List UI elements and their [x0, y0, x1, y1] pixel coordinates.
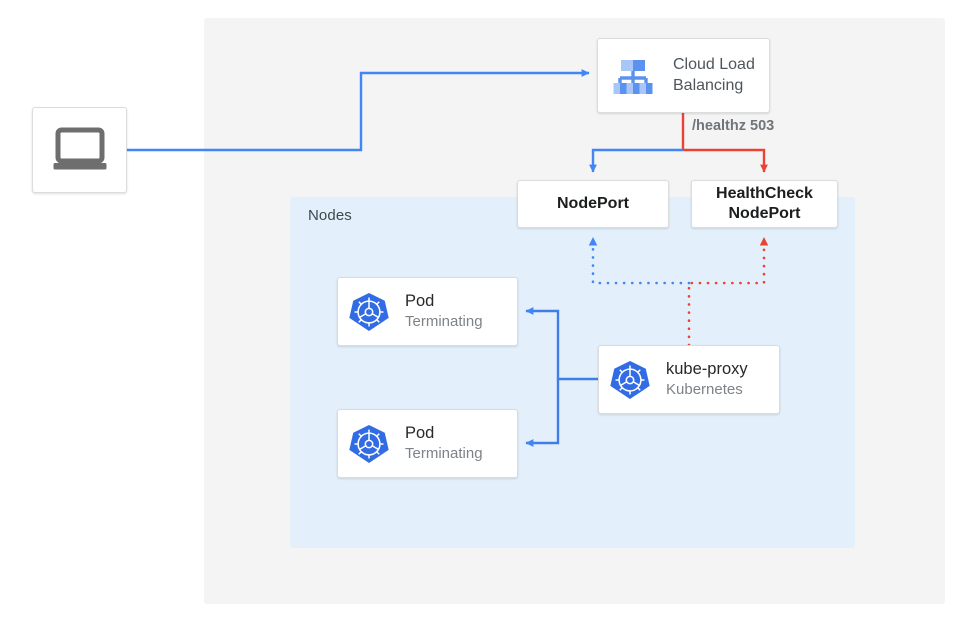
nodes-panel-label: Nodes: [308, 207, 352, 224]
cloud-load-balancing-icon: [607, 50, 659, 102]
kubernetes-icon: [609, 359, 651, 401]
healthcheck-nodeport-box[interactable]: HealthCheck NodePort: [691, 180, 838, 228]
pod-title: Pod: [405, 424, 435, 443]
client-device-box[interactable]: [32, 107, 127, 193]
kube-proxy-box[interactable]: kube-proxy Kubernetes: [598, 345, 780, 414]
kube-proxy-subtitle: Kubernetes: [666, 381, 743, 399]
nodeport-box[interactable]: NodePort: [517, 180, 669, 228]
kube-proxy-title: kube-proxy: [666, 360, 748, 379]
pod-box-2[interactable]: Pod Terminating: [337, 409, 518, 478]
healthz-status-label: /healthz 503: [692, 118, 775, 134]
kubernetes-icon: [348, 291, 390, 333]
pod-status: Terminating: [405, 445, 483, 463]
pod-title: Pod: [405, 292, 435, 311]
cloud-load-balancing-title-line2: Balancing: [673, 76, 744, 94]
nodeport-label: NodePort: [557, 195, 629, 212]
cloud-load-balancing-box[interactable]: Cloud Load Balancing: [597, 38, 770, 113]
kubernetes-icon: [348, 423, 390, 465]
cloud-load-balancing-title-line1: Cloud Load: [673, 55, 755, 73]
pod-status: Terminating: [405, 313, 483, 331]
healthcheck-nodeport-label-line1: HealthCheck: [716, 185, 813, 202]
laptop-icon: [52, 127, 108, 173]
pod-box-1[interactable]: Pod Terminating: [337, 277, 518, 346]
healthcheck-nodeport-label-line2: NodePort: [728, 205, 801, 222]
